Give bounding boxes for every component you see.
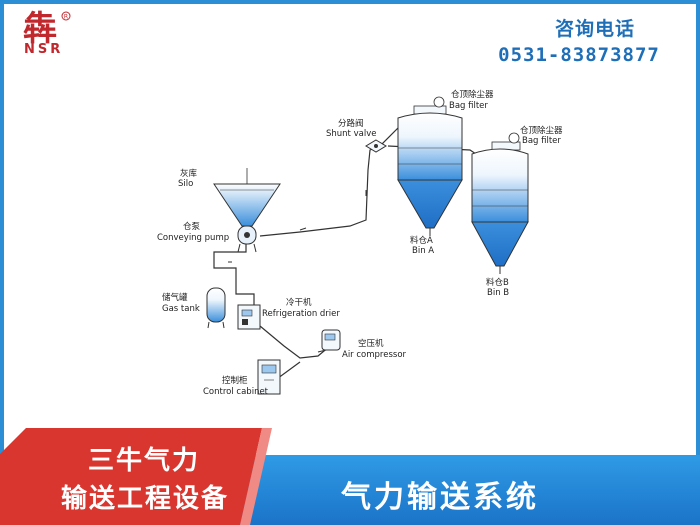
gas-tank [206, 287, 226, 329]
hotline-number[interactable]: 0531-83873877 [498, 44, 660, 66]
drier-label-cn: 冷干机 [286, 297, 312, 308]
bin-b-label-cn: 料仓B [486, 277, 509, 288]
drier-label-en: Refrigeration drier [262, 309, 340, 319]
gas-tank-label-en: Gas tank [162, 304, 200, 314]
air-compressor [321, 329, 341, 351]
silo-label-cn: 灰库 [180, 168, 198, 179]
silo [213, 168, 281, 227]
refrigeration-drier [237, 304, 261, 330]
slogan-line-1: 三牛气力 [87, 446, 200, 476]
bag-filter-b-label-en: Bag filter [522, 136, 561, 146]
bin-a [397, 96, 463, 236]
silo-label-en: Silo [178, 179, 193, 189]
shunt-valve [365, 139, 387, 153]
pump-label-en: Conveying pump [157, 233, 229, 243]
conveying-pump [237, 225, 257, 253]
bin-a-label-en: Bin A [412, 246, 434, 256]
pump-label-cn: 仓泵 [183, 221, 201, 232]
shunt-label-cn: 分路阀 [338, 118, 364, 129]
control-cabinet [257, 359, 281, 395]
bin-b-label-en: Bin B [487, 288, 509, 298]
logo-text: NSR [24, 42, 64, 57]
system-title: 气力输送系统 [341, 480, 539, 515]
bag-filter-b-label-cn: 仓顶除尘器 [520, 125, 563, 136]
bag-filter-a-label-cn: 仓顶除尘器 [451, 89, 494, 100]
hotline-label: 咨询电话 [554, 18, 635, 40]
bin-a-label-cn: 料仓A [410, 235, 433, 246]
shunt-label-en: Shunt valve [326, 129, 376, 139]
compressor-label-cn: 空压机 [358, 338, 384, 349]
bin-b [471, 132, 529, 274]
cabinet-label-cn: 控制柜 [222, 375, 248, 386]
svg-text:R: R [64, 14, 68, 21]
nsr-logo-icon: 犇 R [23, 9, 71, 49]
slogan-banner [0, 428, 280, 525]
cabinet-label-en: Control cabinet [203, 387, 269, 397]
bag-filter-a-label-en: Bag filter [449, 101, 488, 111]
gas-tank-label-cn: 储气罐 [162, 292, 188, 303]
slogan-line-2: 输送工程设备 [60, 484, 229, 514]
logo-glyph: 犇 [23, 9, 57, 49]
compressor-label-en: Air compressor [342, 350, 407, 360]
